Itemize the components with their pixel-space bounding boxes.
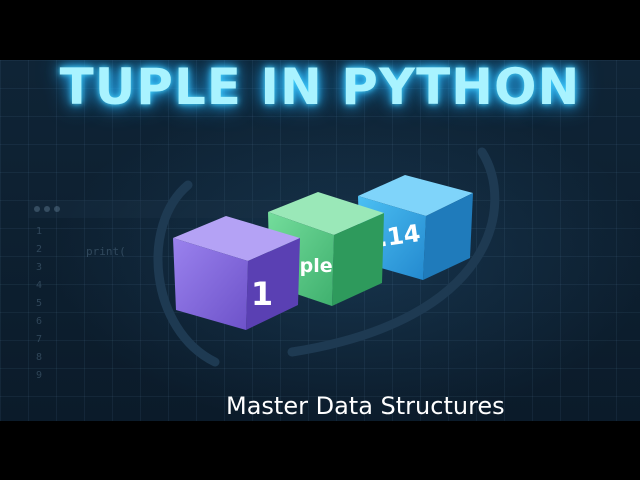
line-number: 6 xyxy=(36,316,43,327)
line-number: 5 xyxy=(36,298,43,309)
tuple-item-cube: 1 xyxy=(173,216,300,330)
line-number: 4 xyxy=(36,280,43,291)
window-dot-icon xyxy=(54,206,60,212)
line-number: 1 xyxy=(36,226,43,237)
subtitle: Master Data Structures xyxy=(226,392,505,420)
window-dot-icon xyxy=(44,206,50,212)
line-number: 9 xyxy=(36,370,43,381)
page-title: TUPLE IN PYTHON xyxy=(59,60,581,116)
line-number: 7 xyxy=(36,334,43,345)
line-number: 2 xyxy=(36,244,43,255)
window-dot-icon xyxy=(34,206,40,212)
letterbox-top xyxy=(0,0,640,60)
code-snippet: print( xyxy=(86,245,126,258)
letterbox-bottom xyxy=(0,421,640,480)
close-parenthesis-icon xyxy=(287,147,500,357)
line-number: 8 xyxy=(36,352,43,363)
line-number: 3 xyxy=(36,262,43,273)
open-parenthesis-icon xyxy=(153,180,220,367)
tuple-item-label: 1 xyxy=(251,275,273,313)
